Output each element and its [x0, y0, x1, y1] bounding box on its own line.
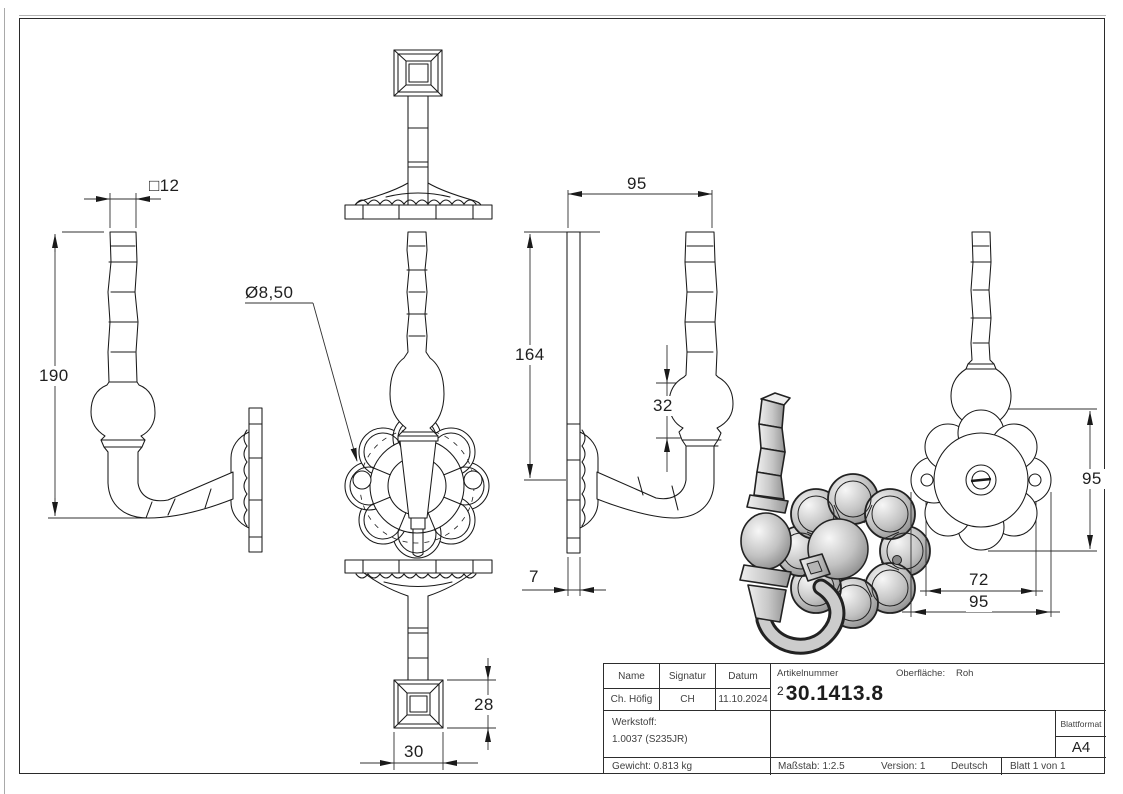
format-value-cell: A4: [1056, 737, 1106, 758]
article-cell: Artikelnummer Oberfläche: Roh 230.1413.8: [771, 664, 1106, 711]
scale-value: Maßstab: 1:2.5: [778, 761, 845, 772]
name-label-cell: Name: [604, 664, 660, 689]
dim-plate-height: 95: [1079, 469, 1105, 489]
page-edge-top: [19, 15, 1106, 16]
article-number-prefix: 2: [777, 684, 784, 698]
isometric-view: [739, 392, 931, 655]
dim-height-to-plate: 164: [512, 345, 548, 365]
bottom-view: [344, 559, 496, 770]
material-cell: Werkstoff: 1.0037 (S235JR): [604, 711, 771, 758]
back-view: [902, 231, 1097, 617]
dim-overall-height: 190: [36, 366, 72, 386]
page-edge-left: [4, 8, 5, 794]
dim-hole-diameter: Ø8,50: [245, 283, 294, 302]
dim-knob-width: 30: [404, 742, 424, 761]
surface-value: Roh: [956, 668, 974, 679]
scale-cell: Maßstab: 1:2.5 Version: 1 Deutsch: [771, 758, 1002, 775]
signature-label-cell: Signatur: [660, 664, 716, 689]
empty-cell: [771, 711, 1056, 758]
dim-plate-thickness: 7: [529, 567, 539, 586]
name-value-cell: Ch. Höfig: [604, 689, 660, 711]
dim-plate-width: 95: [966, 592, 992, 612]
dim-hole-spacing: 72: [966, 570, 992, 590]
signature-value-cell: CH: [660, 689, 716, 711]
top-view: [344, 49, 493, 220]
surface-label: Oberfläche:: [896, 668, 946, 679]
side-view-right: [522, 190, 734, 596]
language-value: Deutsch: [951, 761, 988, 772]
sheet-cell: Blatt 1 von 1: [1010, 761, 1066, 772]
format-label-cell: Blattformat: [1056, 711, 1106, 737]
dim-knob-height: 28: [471, 695, 497, 715]
article-label: Artikelnummer: [777, 668, 839, 679]
front-view: [344, 231, 490, 559]
date-value-cell: 11.10.2024: [716, 689, 771, 711]
dim-belly-height: 32: [650, 396, 676, 416]
material-value: 1.0037 (S235JR): [612, 734, 688, 745]
date-label-cell: Datum: [716, 664, 771, 689]
dim-depth-top: 95: [627, 174, 647, 193]
article-number-value: 30.1413.8: [785, 682, 884, 705]
weight-cell: Gewicht: 0.813 kg: [604, 758, 771, 775]
version-value: Version: 1: [881, 761, 926, 772]
title-block: Name Signatur Datum Ch. Höfig CH 11.10.2…: [603, 663, 1106, 775]
side-view-left: [48, 193, 358, 553]
dim-stem-square: □12: [149, 176, 180, 195]
sheet-border: [19, 18, 1105, 774]
article-number: 230.1413.8: [777, 682, 884, 706]
material-label: Werkstoff:: [612, 717, 657, 728]
